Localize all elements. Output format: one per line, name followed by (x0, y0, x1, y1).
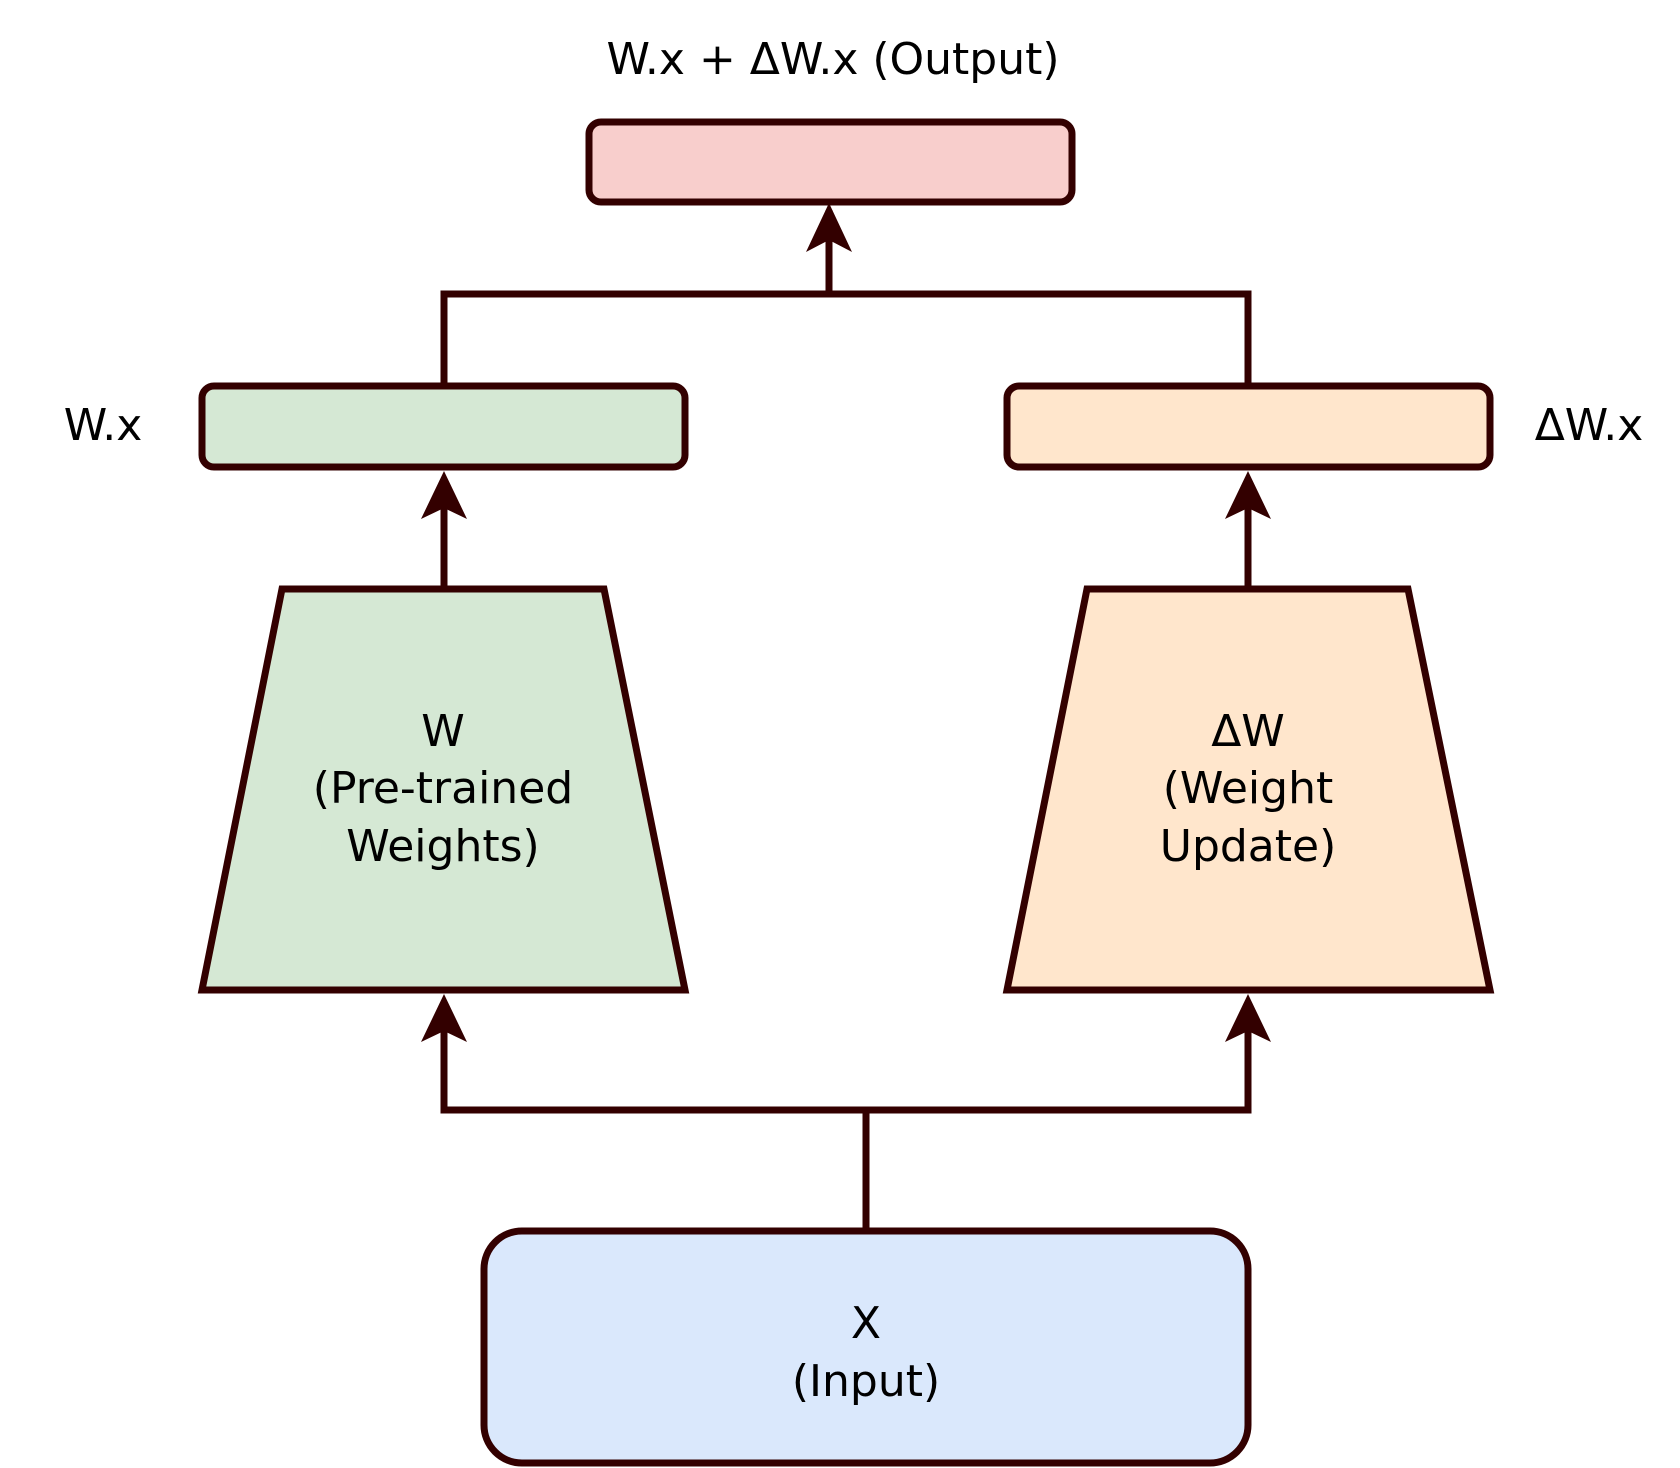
pretrained-weights-block (197, 585, 690, 994)
right-result-label: ΔW.x (1535, 400, 1644, 451)
pretrained-weights-line-2: Weights) (346, 821, 539, 872)
weight-update-block (1002, 585, 1495, 994)
output-box (585, 118, 1076, 206)
weight-update-title: ΔW (1211, 706, 1285, 757)
merge-connector (440, 290, 1252, 386)
right-block-arrowhead-icon (1225, 471, 1271, 519)
left-result-box (198, 382, 689, 471)
weight-update-line-2: Update) (1160, 821, 1337, 872)
right-result-box (1003, 382, 1494, 471)
pretrained-weights-line-1: (Pre-trained (313, 763, 573, 814)
split-connector (440, 1002, 1252, 1114)
output-label: W.x + ΔW.x (Output) (606, 34, 1059, 85)
weight-update-line-1: (Weight (1163, 763, 1333, 814)
input-title: X (851, 1298, 881, 1349)
left-result-label: W.x (64, 400, 142, 451)
left-block-arrowhead-icon (421, 471, 467, 519)
output-arrowhead-icon (806, 203, 852, 252)
pretrained-weights-title: W (421, 706, 465, 757)
left-input-arrowhead-icon (421, 994, 467, 1042)
input-box (480, 1227, 1252, 1467)
right-input-arrowhead-icon (1225, 994, 1271, 1042)
input-subtitle: (Input) (792, 1356, 940, 1407)
